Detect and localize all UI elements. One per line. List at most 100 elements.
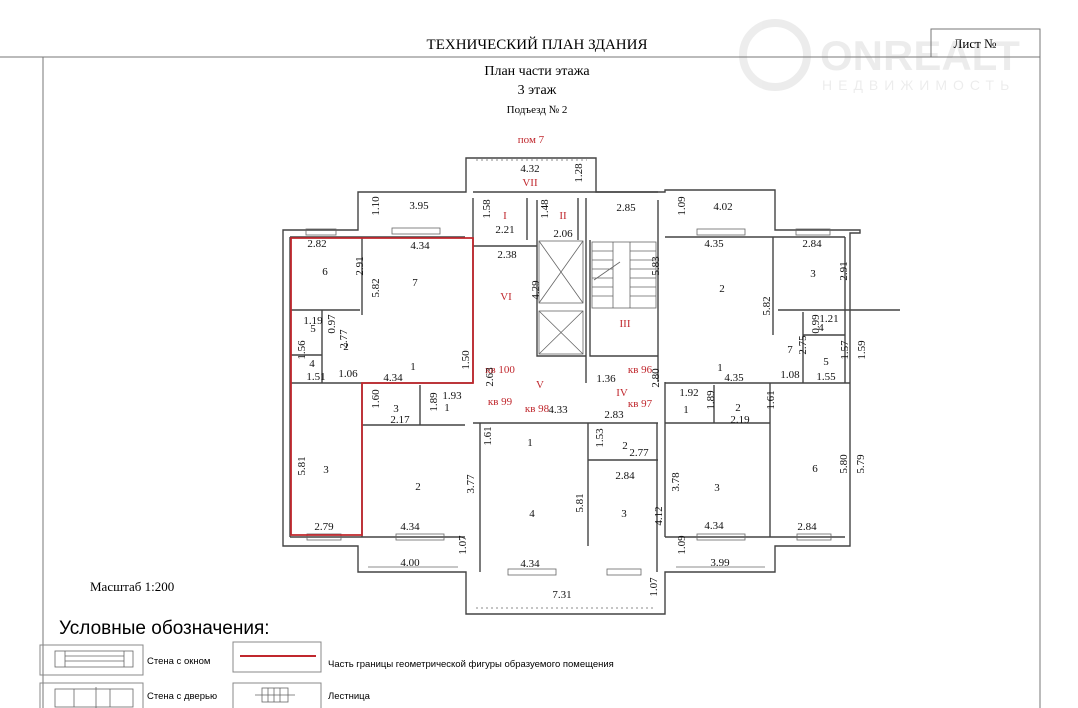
dimension-label: 1.61 xyxy=(765,390,777,409)
dimension-label: 3.78 xyxy=(670,472,682,492)
dimension-label: 4.12 xyxy=(653,506,665,525)
dimension-label: 5.82 xyxy=(370,278,382,297)
premises-label: кв 99 xyxy=(488,396,513,408)
dimension-label: 1.61 xyxy=(482,426,494,445)
dimension-label: 1.59 xyxy=(856,340,868,360)
room-number: 3 xyxy=(714,482,720,494)
dimension-label: 2.38 xyxy=(497,249,517,261)
dimension-label: 1.08 xyxy=(780,369,800,381)
premises-label: III xyxy=(620,318,631,330)
dimension-label: 2.82 xyxy=(307,238,326,250)
dimension-label: 2.91 xyxy=(354,256,366,275)
room-number: 2 xyxy=(415,481,421,493)
premises-label: кв 96 xyxy=(628,364,653,376)
dimension-label: 1.07 xyxy=(457,535,469,555)
dimension-label: 1.07 xyxy=(648,577,660,597)
document-title: ТЕХНИЧЕСКИЙ ПЛАН ЗДАНИЯ xyxy=(427,36,648,53)
dimension-label: 5.81 xyxy=(296,456,308,475)
dimension-label: 4.33 xyxy=(548,404,568,416)
staircase xyxy=(591,241,657,309)
svg-text:НЕДВИЖИМОСТЬ: НЕДВИЖИМОСТЬ xyxy=(822,77,1015,93)
room-number: 5 xyxy=(823,356,829,368)
watermark-logo: ONREALT НЕДВИЖИМОСТЬ xyxy=(739,19,1020,93)
room-number: 6 xyxy=(812,463,818,475)
dimension-label: 2.83 xyxy=(604,409,624,421)
dimension-label: 1.06 xyxy=(338,368,358,380)
dimension-label: 1.92 xyxy=(679,387,698,399)
dimension-label: 5.82 xyxy=(761,296,773,315)
dimension-label: 1.55 xyxy=(816,371,836,383)
dimension-label: 1.09 xyxy=(676,196,688,216)
dimension-label: 1.09 xyxy=(676,535,688,555)
premises-label: VI xyxy=(500,291,512,303)
room-number: 2 xyxy=(735,402,741,414)
dimension-label: 5.81 xyxy=(574,493,586,512)
dimension-label: 5.79 xyxy=(855,454,867,474)
dimension-label: 1.57 xyxy=(839,340,851,360)
room-number: 7 xyxy=(412,277,418,289)
room-number: 4 xyxy=(309,358,315,370)
legend-title: Условные обозначения: xyxy=(59,618,270,639)
room-number: 3 xyxy=(323,464,329,476)
premises-label: V xyxy=(536,379,544,391)
legend-stairs: Лестница xyxy=(328,691,371,702)
dimension-label: 2.80 xyxy=(650,368,662,388)
dimension-label: 4.34 xyxy=(520,558,540,570)
scale-label: Масштаб 1:200 xyxy=(90,579,174,594)
dimension-label: 2.84 xyxy=(797,521,817,533)
dimension-label: 1.58 xyxy=(481,199,493,219)
sheet-number-box xyxy=(930,28,1041,58)
dimension-label: 2.91 xyxy=(838,261,850,280)
dimension-label: 1.89 xyxy=(705,390,717,410)
room-number: 7 xyxy=(787,344,793,356)
entrance-label: Подъезд № 2 xyxy=(507,104,568,116)
window-wall-symbol xyxy=(54,650,134,668)
room-number: 1 xyxy=(683,404,689,416)
dimension-label: 3.77 xyxy=(465,474,477,494)
dimension-label: 3.99 xyxy=(710,557,730,569)
svg-text:ONREALT: ONREALT xyxy=(820,32,1020,79)
room-number: 2 xyxy=(622,440,628,452)
dimension-label: 4.02 xyxy=(713,201,732,213)
dimension-label: 4.34 xyxy=(383,372,403,384)
legend-boundary: Часть границы геометрической фигуры обра… xyxy=(328,659,614,670)
sheet-number-label: Лист № xyxy=(954,36,997,51)
room-number: 3 xyxy=(621,508,627,520)
premises-label: кв 97 xyxy=(628,398,653,410)
premises-label: кв 100 xyxy=(485,364,515,376)
floor-label: 3 этаж xyxy=(518,83,557,98)
room-number: 1 xyxy=(410,361,416,373)
room-number: 3 xyxy=(810,268,816,280)
dimension-label: 4.34 xyxy=(410,240,430,252)
dimension-label: 1.36 xyxy=(596,373,616,385)
room-number: 3 xyxy=(393,403,399,415)
dimension-label: 1.53 xyxy=(594,428,606,448)
dimension-label: 2.77 xyxy=(338,329,350,349)
room-number: 1 xyxy=(717,362,723,374)
dimension-label: 1.60 xyxy=(370,389,382,409)
dimension-label: 2.21 xyxy=(495,224,514,236)
premises-label: кв 98 xyxy=(525,403,550,415)
dimension-label: 2.84 xyxy=(802,238,822,250)
dimension-label: 2.79 xyxy=(314,521,334,533)
dimension-label: 4.00 xyxy=(400,557,420,569)
dimension-label: 4.29 xyxy=(530,280,542,300)
dimension-label: 1.50 xyxy=(460,350,472,370)
dimension-label: 5.83 xyxy=(650,256,662,276)
dimension-label: 2.85 xyxy=(616,202,636,214)
room-number: 2 xyxy=(719,283,725,295)
sheet-frame xyxy=(42,56,1041,708)
dimension-label: 4.34 xyxy=(400,521,420,533)
room-number: 1 xyxy=(444,402,450,414)
dimension-label: 1.93 xyxy=(442,390,462,402)
dimension-label: 3.95 xyxy=(409,200,429,212)
legend-door-wall: Стена с дверью xyxy=(147,691,217,702)
dimension-label: 1.21 xyxy=(819,313,838,325)
dimension-label: 1.51 xyxy=(306,371,325,383)
room-number: 2 xyxy=(343,341,349,353)
stair-symbol xyxy=(255,687,295,703)
dimension-label: 1.56 xyxy=(296,340,308,360)
premises-label: IV xyxy=(616,387,628,399)
dimension-label: 1.10 xyxy=(370,196,382,216)
